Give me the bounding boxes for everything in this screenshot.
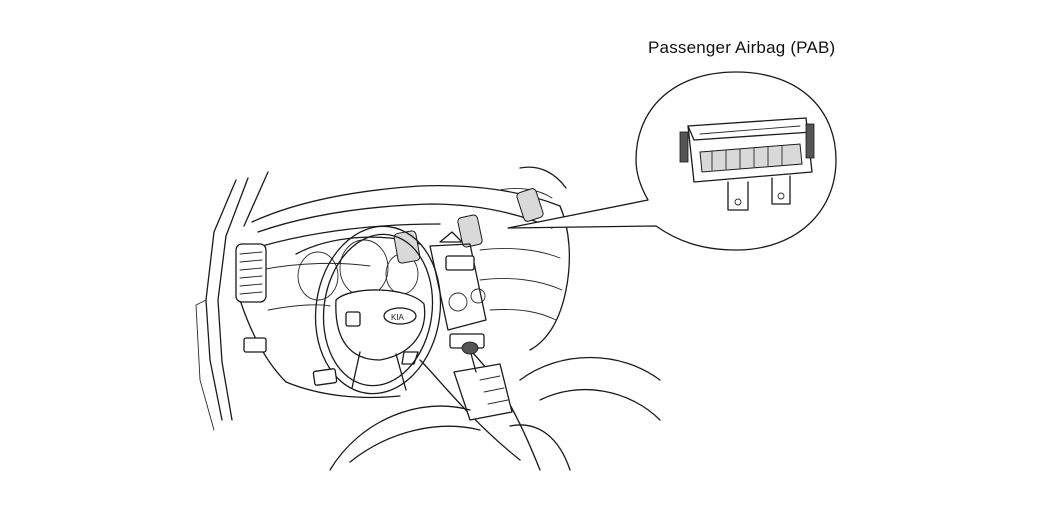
seats xyxy=(329,356,661,471)
steering-wheel: KIA xyxy=(314,225,442,395)
callout-bubble xyxy=(507,71,837,251)
callout-label: Passenger Airbag (PAB) xyxy=(648,38,836,57)
center-console xyxy=(419,341,541,471)
air-vent-left xyxy=(235,243,267,353)
windshield-pillar xyxy=(195,171,269,431)
svg-text:KIA: KIA xyxy=(391,313,405,322)
pedal xyxy=(312,368,338,386)
passenger-airbag-module xyxy=(679,117,815,211)
center-stack xyxy=(429,243,487,349)
